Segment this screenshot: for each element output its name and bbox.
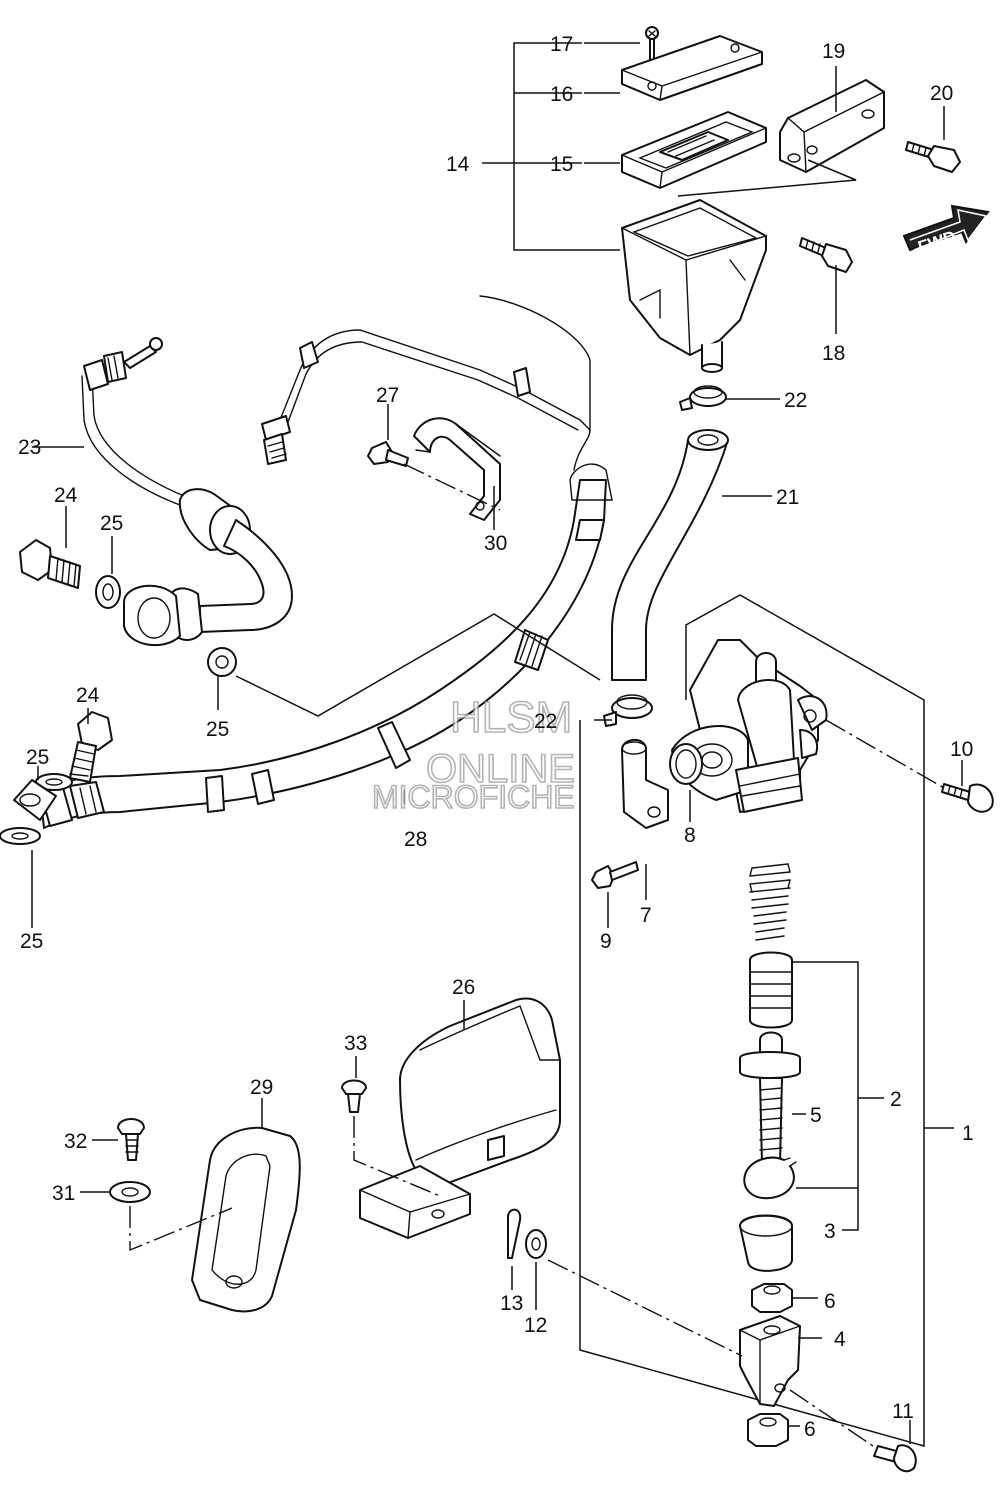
callout-30[interactable]: 30 [484, 532, 507, 555]
callout-13[interactable]: 13 [500, 1292, 523, 1315]
callout-25-d[interactable]: 25 [20, 930, 43, 953]
callout-24-upper[interactable]: 24 [54, 484, 78, 507]
callout-5[interactable]: 5 [810, 1104, 822, 1127]
fitting-screw [591, 861, 639, 889]
hose-clamp-bracket [413, 417, 501, 521]
callout-3[interactable]: 3 [824, 1220, 836, 1243]
watermark-line1: HLSM [450, 693, 572, 742]
callout-22-upper[interactable]: 22 [784, 389, 807, 412]
callout-17[interactable]: 17 [550, 33, 573, 56]
fwd-arrow-icon: FWD [902, 204, 990, 257]
callout-25-b[interactable]: 25 [206, 718, 229, 741]
callout-1[interactable]: 1 [962, 1122, 974, 1145]
union-bolt-lower [69, 711, 113, 783]
callout-24-lower[interactable]: 24 [76, 684, 100, 707]
upper-brake-pipe [261, 329, 591, 465]
piston [749, 951, 793, 1029]
callout-25-a[interactable]: 25 [100, 512, 123, 535]
callout-31[interactable]: 31 [52, 1182, 75, 1205]
callout-6-upper[interactable]: 6 [824, 1290, 836, 1313]
callout-11[interactable]: 11 [892, 1400, 914, 1423]
outlet-fitting [621, 739, 669, 829]
callout-9[interactable]: 9 [600, 930, 612, 953]
guard-screw [117, 1118, 145, 1161]
callout-26[interactable]: 26 [452, 976, 475, 999]
callout-4[interactable]: 4 [834, 1328, 846, 1351]
callout-8[interactable]: 8 [684, 824, 696, 847]
callout-25-c[interactable]: 25 [26, 746, 49, 769]
boot [739, 1214, 793, 1272]
o-ring [669, 743, 703, 785]
lock-nut-upper [751, 1283, 793, 1313]
clamp-bolt [367, 441, 409, 467]
master-cylinder-cover [359, 997, 561, 1239]
callout-21[interactable]: 21 [776, 486, 799, 509]
washer-lower-b [0, 827, 41, 845]
callout-7[interactable]: 7 [640, 904, 652, 927]
cotter-pin [507, 1208, 522, 1259]
reservoir-cap [621, 35, 763, 101]
clevis [739, 1315, 801, 1407]
callout-29[interactable]: 29 [250, 1076, 273, 1099]
callout-2[interactable]: 2 [890, 1088, 902, 1111]
callout-16[interactable]: 16 [550, 83, 573, 106]
reservoir-diaphragm [621, 111, 767, 189]
callout-15[interactable]: 15 [550, 153, 573, 176]
reservoir-hose [611, 429, 729, 681]
union-bolt-upper [19, 539, 81, 589]
clevis-pin [873, 1444, 917, 1473]
reservoir-body [621, 199, 767, 373]
watermark-line2: ONLINE [426, 747, 575, 791]
hose-clamp [679, 385, 727, 411]
snap-ring [743, 1156, 797, 1200]
reservoir-hose-bolt [941, 783, 994, 813]
callout-27[interactable]: 27 [376, 384, 399, 407]
brake-hose [39, 295, 613, 829]
callout-6-lower[interactable]: 6 [804, 1418, 816, 1441]
callout-32[interactable]: 32 [64, 1130, 87, 1153]
callout-20[interactable]: 20 [930, 82, 953, 105]
guard-washer [109, 1181, 151, 1203]
brake-pipe [81, 337, 293, 646]
callout-12[interactable]: 12 [524, 1314, 547, 1337]
push-rod [739, 1031, 801, 1165]
callout-10[interactable]: 10 [950, 738, 973, 761]
bracket-bolt [905, 141, 961, 173]
callout-22-lower[interactable]: 22 [534, 710, 557, 733]
washer-upper [95, 575, 121, 609]
callout-19[interactable]: 19 [822, 40, 845, 63]
callout-14[interactable]: 14 [446, 153, 470, 176]
reservoir-bolt [799, 237, 853, 273]
callout-33[interactable]: 33 [344, 1032, 367, 1055]
washer-mid [207, 647, 237, 677]
watermark: HLSM ONLINE MICROFICHE [371, 692, 576, 816]
hose-banjo-end [13, 779, 57, 821]
callout-23[interactable]: 23 [18, 436, 41, 459]
lock-nut-lower [747, 1413, 789, 1447]
callout-28[interactable]: 28 [404, 828, 427, 851]
hose-clamp-lower [603, 694, 653, 727]
callout-18[interactable]: 18 [822, 342, 845, 365]
piston-spring [749, 863, 791, 941]
reservoir-bracket [779, 79, 885, 173]
cover-screw [341, 1079, 367, 1113]
flat-washer [525, 1229, 547, 1259]
master-cylinder-body [671, 639, 828, 813]
guard-plate [191, 1126, 301, 1313]
watermark-line3: MICROFICHE [372, 779, 575, 815]
